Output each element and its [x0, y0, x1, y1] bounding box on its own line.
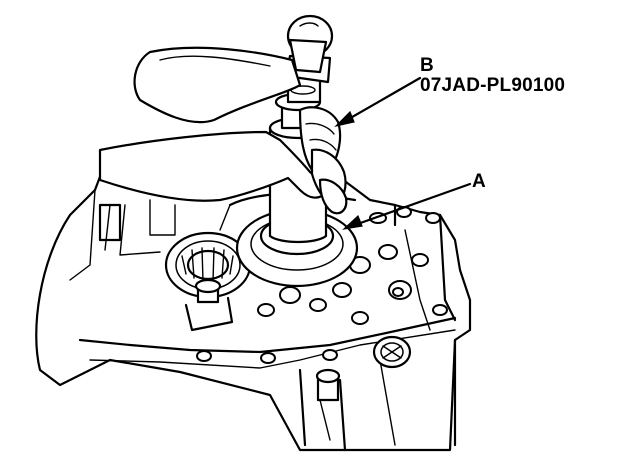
leader-line-b [338, 76, 422, 126]
callout-label-a: A [472, 171, 486, 192]
callout-part-number-b: 07JAD-PL90100 [420, 75, 566, 96]
left-bolt [184, 278, 234, 332]
arm-and-hand [98, 46, 348, 215]
case-bolt-holes [196, 206, 448, 364]
leader-lines [334, 76, 472, 230]
arrowhead-b [334, 110, 355, 128]
arrowhead-a [342, 214, 363, 230]
lower-bolt [315, 368, 341, 402]
leader-line-a [350, 182, 472, 228]
drain-plug [372, 335, 412, 369]
callout-label-b: B [420, 55, 434, 76]
transmission-case [35, 148, 472, 452]
left-bearing [164, 231, 252, 299]
